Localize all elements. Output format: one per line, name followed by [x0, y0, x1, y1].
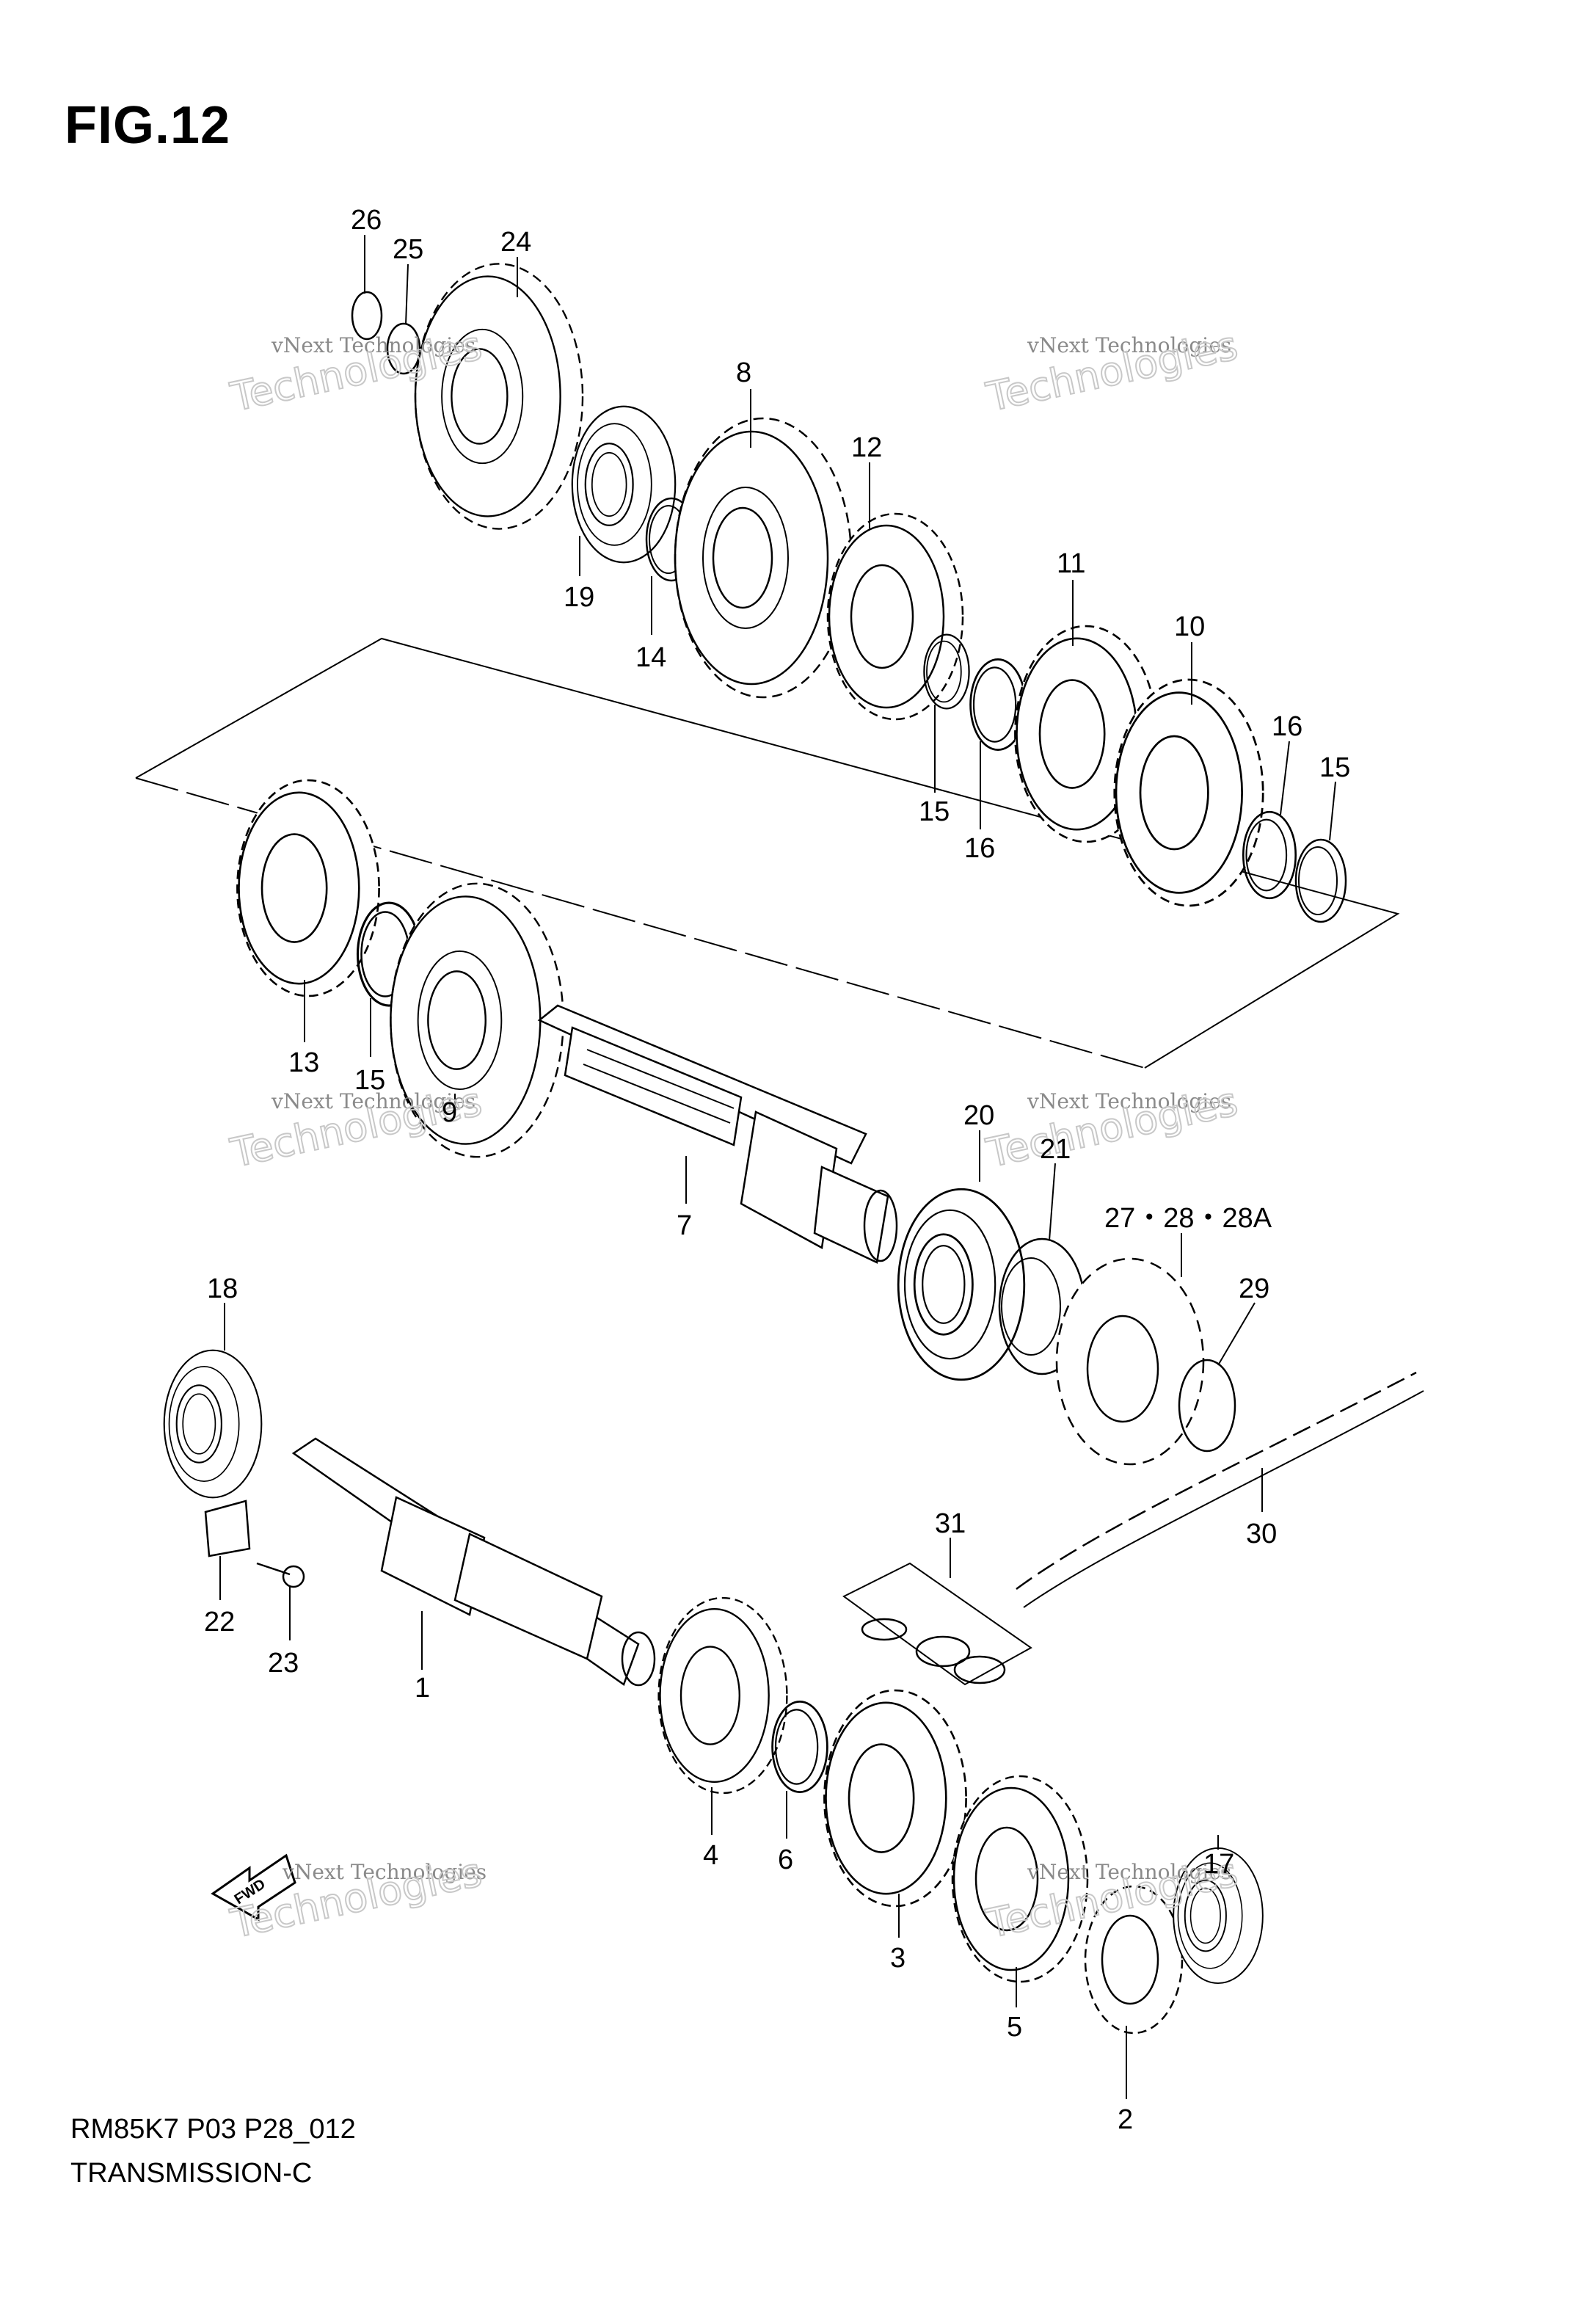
- diagram-code: RM85K7 P03 P28_012: [70, 2114, 356, 2145]
- callout-29: 29: [1239, 1273, 1269, 1304]
- watermark-text: vNext Technologies: [1027, 1860, 1231, 1884]
- part-25-washer: [386, 263, 421, 375]
- callout-17: 17: [1203, 1849, 1234, 1880]
- callout-23: 23: [268, 1648, 299, 1679]
- part-17-bearing: [1173, 1835, 1264, 1985]
- watermark-top-right: vNext Technologies Technologies: [982, 321, 1242, 421]
- callout-13: 13: [288, 1047, 319, 1078]
- callout-16-a: 16: [964, 833, 995, 864]
- part-11-gear: [1014, 580, 1158, 843]
- part-20-bearing: [897, 1130, 1026, 1381]
- part-24-gear: [414, 257, 584, 530]
- part-7-countershaft: [537, 1004, 898, 1264]
- part-15-circlip-c: [356, 901, 422, 1057]
- watermark-text: vNext Technologies: [1027, 333, 1231, 357]
- part-15-circlip-a: [923, 633, 970, 793]
- callout-7: 7: [677, 1210, 692, 1241]
- part-4-gear: [657, 1596, 788, 1835]
- callout-31: 31: [935, 1508, 966, 1539]
- part-13-gear: [236, 779, 380, 1042]
- part-1-main-shaft: [291, 1437, 656, 1687]
- callout-21: 21: [1040, 1134, 1071, 1165]
- callout-12: 12: [851, 432, 882, 463]
- watermark-text: vNext Technologies: [271, 333, 475, 357]
- part-8-gear: [674, 389, 853, 699]
- callout-19: 19: [564, 582, 594, 613]
- callout-2: 2: [1118, 2104, 1133, 2135]
- callout-1: 1: [415, 1673, 430, 1704]
- callout-18: 18: [207, 1273, 238, 1304]
- part-10-gear: [1113, 642, 1264, 907]
- watermark-text: vNext Technologies: [271, 1089, 475, 1113]
- part-19-bearing: [571, 405, 677, 576]
- watermark-bottom-left: vNext Technologies Technologies: [226, 1848, 487, 1948]
- callout-11: 11: [1057, 548, 1085, 579]
- watermark-text: vNext Technologies: [1027, 1089, 1231, 1113]
- part-30-drive-chain: [1016, 1371, 1424, 1608]
- part-18-bearing: [163, 1303, 263, 1499]
- callout-14: 14: [635, 642, 666, 673]
- callout-5: 5: [1007, 2012, 1022, 2043]
- callout-25: 25: [393, 234, 423, 265]
- part-23-screw: [256, 1562, 305, 1640]
- callout-9: 9: [442, 1097, 457, 1128]
- callout-20: 20: [963, 1100, 994, 1131]
- callout-16-b: 16: [1272, 711, 1302, 742]
- callout-15-b: 15: [1319, 752, 1350, 783]
- figure-title: FIG.12: [65, 96, 231, 155]
- part-14-washer: [645, 497, 698, 635]
- callout-27-28-28a: 27・28・28A: [1104, 1203, 1272, 1234]
- fwd-arrow-icon: FWD: [211, 1853, 296, 1922]
- callout-26: 26: [351, 205, 382, 236]
- part-12-gear: [826, 462, 964, 721]
- part-26-circlip: [351, 235, 383, 341]
- part-3-gear: [823, 1689, 967, 1938]
- part-6-washer: [771, 1701, 828, 1839]
- part-22-bearing-retainer: [204, 1499, 251, 1600]
- part-15-circlip-b: [1294, 781, 1347, 923]
- callout-labels: 26 25 24 8 12 11 10 16 15 19 14 15 16 13…: [204, 205, 1350, 2135]
- part-2-gear: [1084, 1885, 1184, 2099]
- callout-30: 30: [1246, 1519, 1277, 1549]
- part-16-washer-a: [969, 658, 1027, 829]
- callout-24: 24: [500, 227, 531, 258]
- callout-8: 8: [736, 357, 751, 388]
- part-29-circlip: [1178, 1302, 1256, 1453]
- part-9-gear: [390, 882, 564, 1158]
- part-16-washer-b: [1242, 741, 1297, 900]
- callout-4: 4: [703, 1840, 718, 1871]
- callout-10: 10: [1174, 611, 1205, 642]
- watermark-text: vNext Technologies: [282, 1860, 487, 1884]
- callout-15-c: 15: [354, 1065, 385, 1096]
- callout-3: 3: [890, 1943, 906, 1974]
- part-31-chain-joint: [842, 1538, 1032, 1686]
- callout-22: 22: [204, 1607, 235, 1637]
- part-5-gear: [951, 1775, 1089, 2007]
- watermark-mid-right: vNext Technologies Technologies: [982, 1077, 1242, 1177]
- callout-6: 6: [778, 1844, 793, 1875]
- part-27-sprocket: [1055, 1233, 1205, 1466]
- callout-15-a: 15: [919, 796, 950, 827]
- diagram-name: TRANSMISSION-C: [70, 2158, 313, 2189]
